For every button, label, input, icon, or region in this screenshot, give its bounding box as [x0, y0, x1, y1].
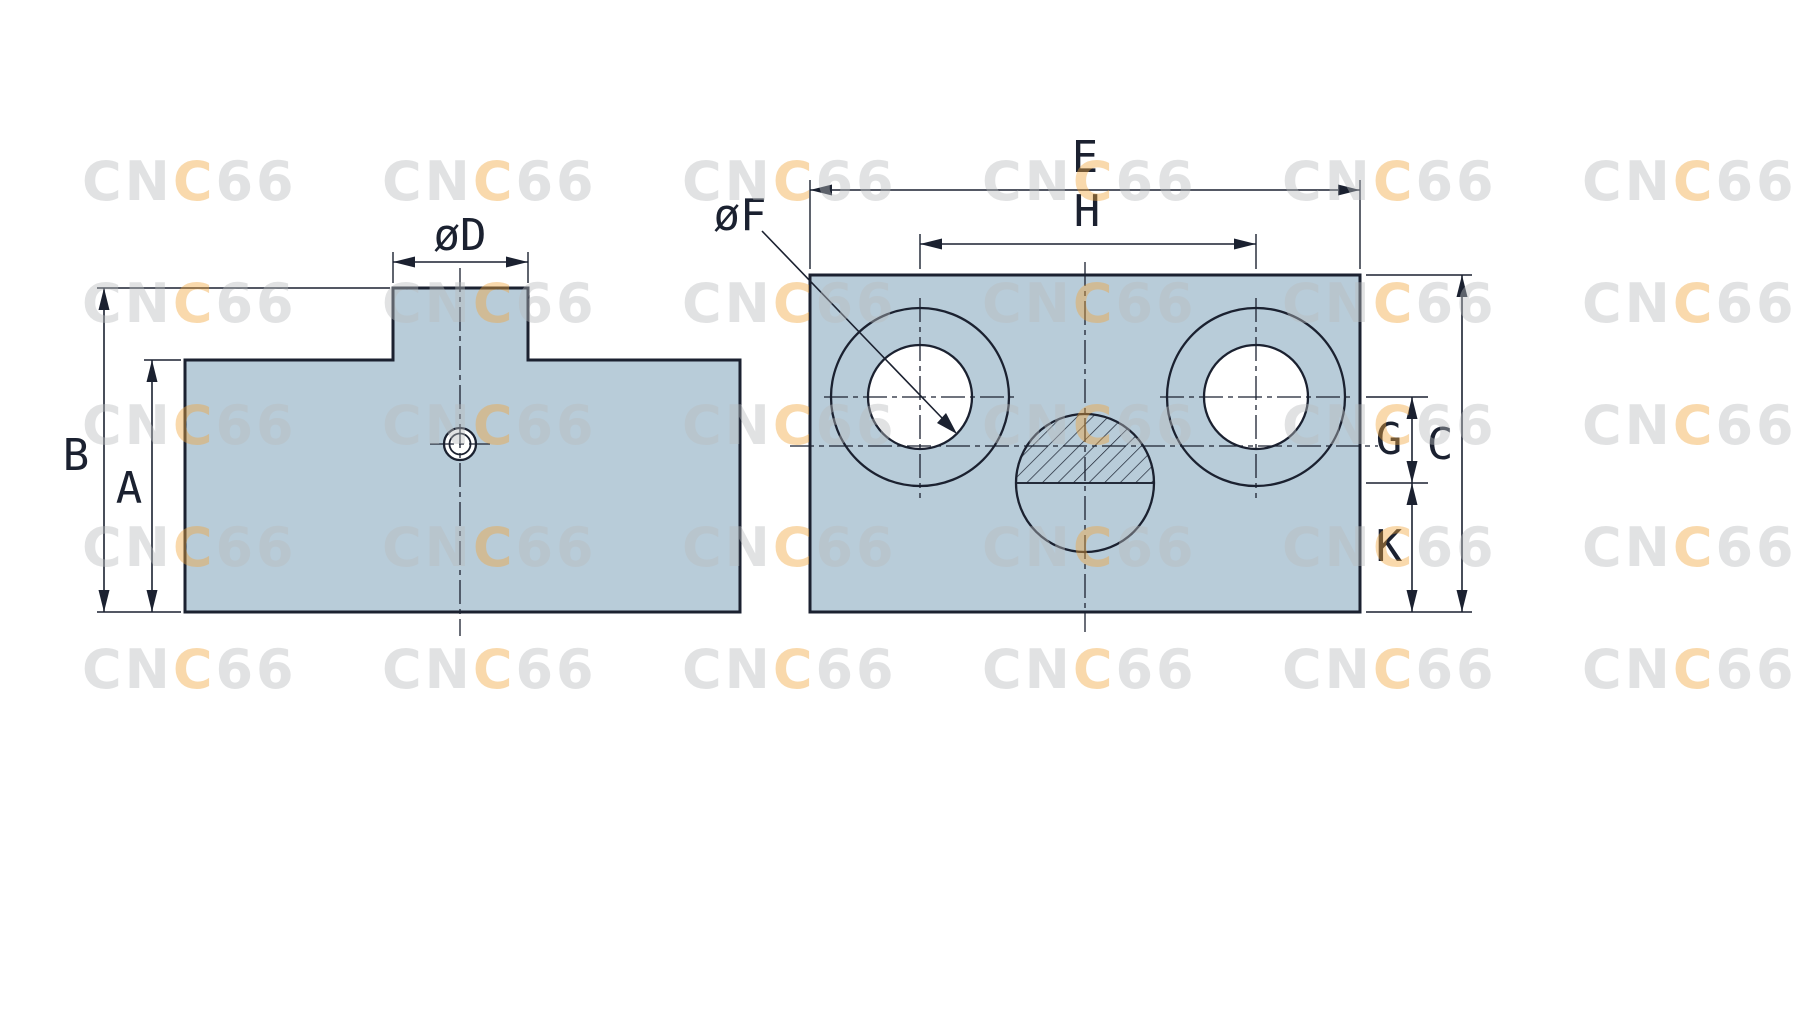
arrowhead [1456, 275, 1468, 297]
dim-label-g: G [1376, 414, 1403, 465]
arrowhead [98, 590, 110, 612]
arrowhead [146, 590, 158, 612]
dim-label-k: K [1376, 521, 1403, 572]
front-view [790, 262, 1378, 632]
arrowhead [393, 256, 415, 268]
dim-label-a: A [116, 463, 143, 514]
dim-label-e: E [1072, 132, 1099, 183]
side-view [183, 268, 742, 636]
arrowhead [1456, 590, 1468, 612]
dim-label-b: B [63, 430, 90, 481]
dimension-d: øD [392, 210, 529, 283]
leader-f: øF [714, 190, 957, 434]
dim-label-f: øF [714, 190, 767, 241]
arrowhead [1406, 461, 1418, 483]
arrowhead [810, 184, 832, 196]
dim-label-h: H [1074, 186, 1101, 237]
arrowhead [1406, 483, 1418, 505]
leader-line [761, 230, 943, 419]
dimension-a: A [116, 359, 181, 612]
dimension-h: H [919, 186, 1257, 269]
arrowhead [146, 360, 158, 382]
arrowhead [920, 238, 942, 250]
dimension-k: K [1376, 483, 1418, 612]
dimension-e: E [809, 132, 1361, 269]
arrowhead [506, 256, 528, 268]
arrowhead [98, 288, 110, 310]
dimension-c: C [1366, 274, 1472, 613]
dimension-b: B [63, 287, 390, 613]
arrowhead [1234, 238, 1256, 250]
dimension-g: G [1366, 396, 1428, 612]
arrowhead [1406, 590, 1418, 612]
dim-label-d: øD [434, 210, 487, 261]
arrowhead [1338, 184, 1360, 196]
arrowhead [1406, 397, 1418, 419]
dim-label-c: C [1427, 419, 1454, 470]
arrowhead [937, 413, 957, 434]
